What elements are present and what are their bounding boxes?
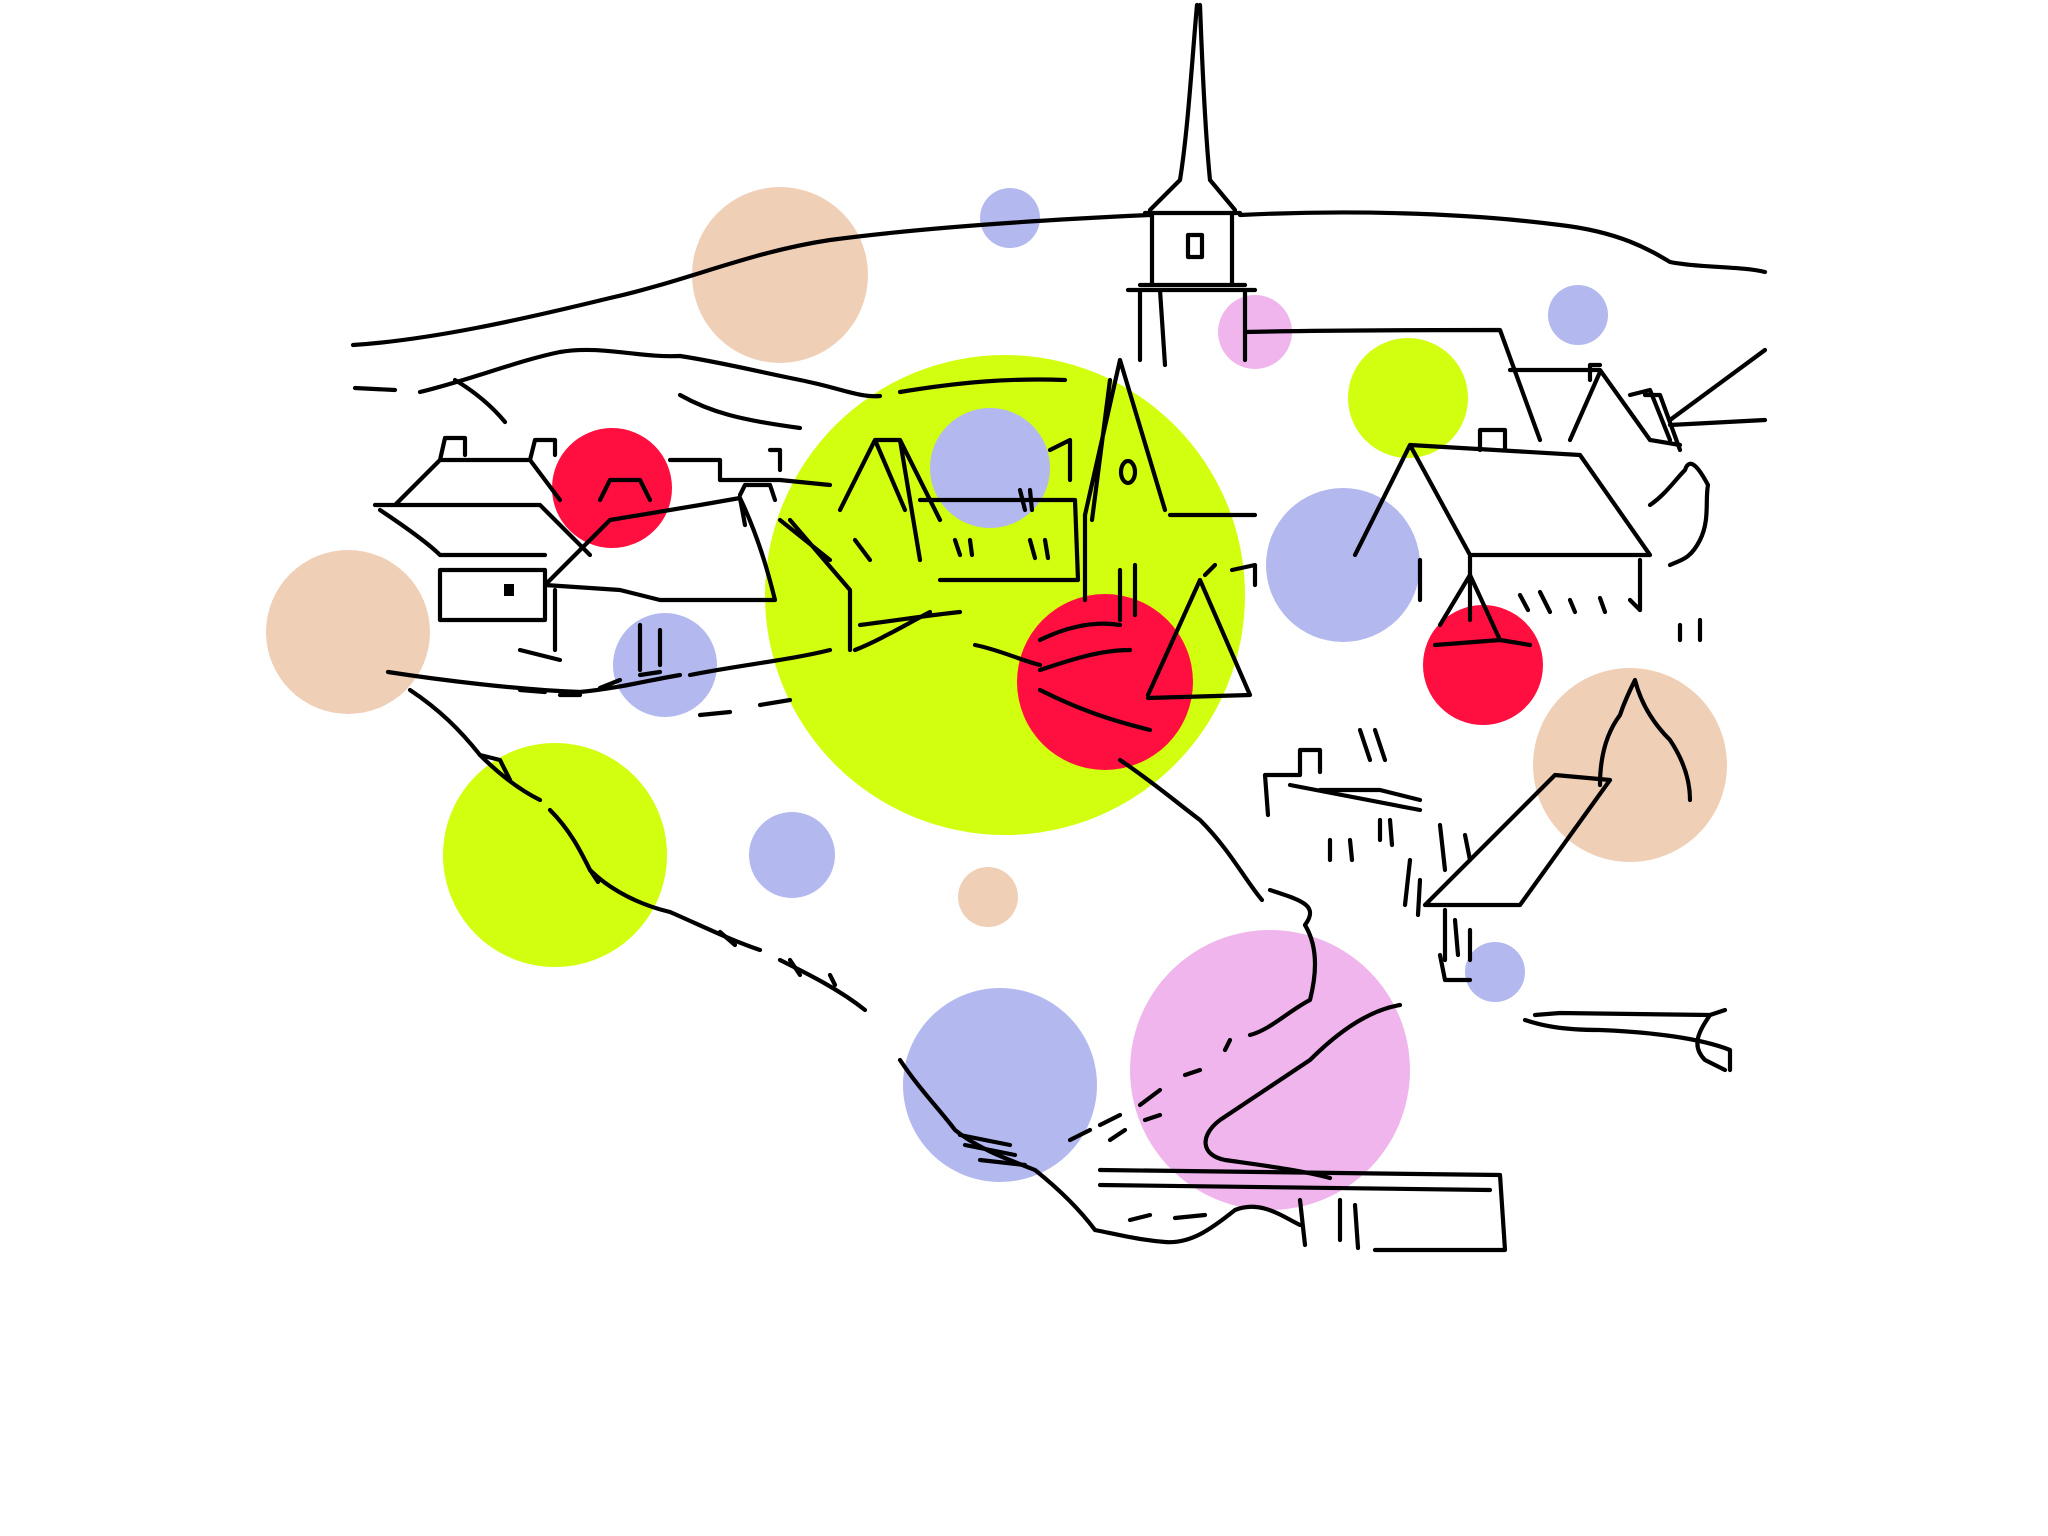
road-dashes-lower	[1067, 1087, 1163, 1143]
periwinkle-spot-bottom	[903, 988, 1097, 1182]
periwinkle-spot-left	[613, 613, 717, 717]
church-window-upper	[1185, 232, 1205, 260]
church-tower	[1125, 287, 1258, 368]
center-long-roof	[917, 437, 1081, 583]
lime-spot-left	[443, 743, 667, 967]
road-z-line	[1203, 1002, 1403, 1181]
church-gable	[1082, 357, 1168, 523]
periwinkle-spot-top	[980, 188, 1040, 248]
right-house-gables	[1627, 347, 1768, 453]
street-dashes	[517, 669, 793, 718]
street-left	[385, 647, 833, 695]
center-gable-pair	[837, 437, 943, 563]
church-window-oval	[1118, 458, 1138, 486]
right-house-chimney	[1477, 362, 1603, 453]
center-diagonal-houses	[777, 517, 873, 653]
lower-house-a	[1262, 727, 1423, 818]
center-roof-lines	[1037, 621, 1153, 733]
peach-spot-small	[958, 867, 1018, 927]
lower-house-b	[1317, 787, 1423, 863]
peach-spot-left	[266, 550, 430, 714]
far-hill-line	[350, 212, 1153, 348]
left-slope-b	[667, 909, 868, 1013]
far-hill-right	[1237, 210, 1768, 275]
bottom-road-dashes	[1107, 1112, 1163, 1143]
right-house-walls	[1417, 552, 1643, 623]
lower-house-gable	[1422, 772, 1613, 963]
center-gable	[1145, 562, 1258, 701]
road-bend	[1182, 922, 1318, 1078]
church-nave-wall	[1082, 512, 1138, 623]
church-nave-roof	[1167, 327, 1543, 518]
right-fence	[1517, 589, 1703, 643]
right-house-roof	[1507, 367, 1683, 448]
periwinkle-spot-right	[1266, 488, 1420, 642]
color-spots	[266, 187, 1727, 1210]
church-spire-base	[1137, 210, 1248, 288]
lower-wall-right	[1522, 1007, 1733, 1073]
pink-spot-large	[1130, 930, 1410, 1210]
right-gable-small	[1432, 572, 1533, 648]
bottom-curve-left	[897, 1057, 1098, 1233]
street-mid	[852, 609, 1043, 668]
red-spot-right	[1423, 605, 1543, 725]
mid-hill-line	[352, 347, 683, 395]
bottom-verticals	[1297, 1197, 1361, 1251]
mid-hill-dash	[677, 353, 1068, 399]
lower-tree	[1597, 677, 1693, 803]
left-house-window	[504, 584, 514, 596]
right-house-main	[1352, 442, 1653, 558]
left-roof-big	[542, 495, 778, 603]
center-row-houses	[667, 447, 833, 488]
periwinkle-spot-top-right	[1548, 285, 1608, 345]
periwinkle-spot-small	[1465, 942, 1525, 1002]
left-house-front	[377, 507, 548, 623]
lime-spot-upper-right	[1348, 338, 1468, 458]
left-house-chimney	[527, 437, 653, 503]
peach-spot-right	[1533, 668, 1727, 862]
hill-left-curve	[452, 377, 803, 431]
left-house-row	[372, 435, 593, 558]
bottom-long-wall	[1097, 1167, 1508, 1253]
left-chimney-2	[737, 482, 778, 503]
periwinkle-spot-lower	[749, 812, 835, 898]
church-spire	[1147, 2, 1238, 213]
left-slope-details	[477, 752, 838, 988]
right-hedge	[1647, 461, 1711, 568]
ink-drawing	[350, 2, 1768, 1253]
lower-wall-right-b	[1437, 952, 1728, 1073]
red-spot-center	[1017, 594, 1193, 770]
center-windows	[952, 487, 1051, 561]
peach-spot-top	[692, 187, 868, 363]
red-spot-left	[552, 428, 672, 548]
left-house-lower	[517, 587, 663, 673]
bottom-hedge	[1092, 1204, 1303, 1245]
lower-verticals	[1402, 822, 1473, 918]
road-winding	[1117, 757, 1313, 928]
bottom-curve-details	[957, 1132, 1028, 1168]
